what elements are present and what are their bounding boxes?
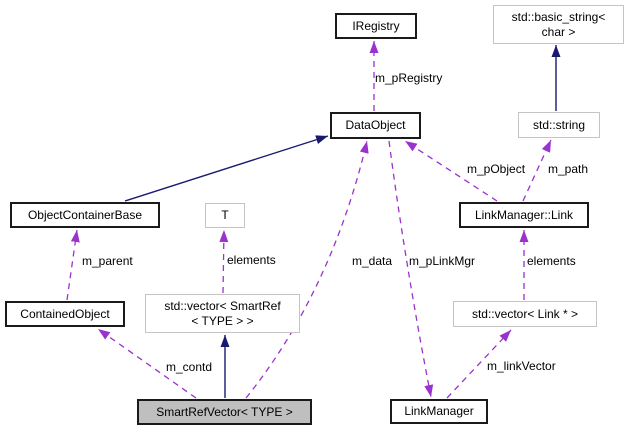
node-iregistry[interactable]: IRegistry [335,13,417,39]
node-linkmanager-label: LinkManager [404,404,474,418]
node-t: T [205,203,245,228]
edge-m-plinkmgr [388,140,434,398]
node-linkmanager-link-label: LinkManager::Link [474,207,574,222]
edge-label-m-plinkmgr: m_pLinkMgr [409,254,476,268]
edge-label-elements-left: elements [227,253,276,267]
node-linkmanager-link[interactable]: LinkManager::Link [459,202,589,228]
edge-m-contd [97,328,197,399]
node-linkmanager[interactable]: LinkManager [390,399,488,424]
node-containedobject[interactable]: ContainedObject [5,301,125,327]
edge-label-m-pregistry: m_pRegistry [375,71,443,85]
edge-m-parent [66,229,80,301]
edge-label-elements-right: elements [527,254,576,268]
node-std-vector-smartref-label: std::vector< SmartRef < TYPE > > [164,298,281,328]
node-std-vector-link-ptr-label: std::vector< Link * > [471,306,579,321]
edge-label-m-pobject: m_pObject [467,162,526,176]
edge-label-m-linkvector: m_linkVector [487,359,556,373]
node-t-label: T [221,208,229,222]
edge-label-m-contd: m_contd [166,360,213,374]
node-dataobject-label: DataObject [345,118,406,132]
edge-elements-left [219,229,229,294]
edge-label-m-data: m_data [352,254,393,268]
edge-inherit-objectcontainerbase-dataobject [124,135,329,202]
node-std-string: std::string [518,112,600,138]
node-std-vector-smartref: std::vector< SmartRef < TYPE > > [145,294,300,333]
node-std-string-label: std::string [532,117,586,132]
edge-m-path [522,139,552,202]
node-smartrefvector-label: SmartRefVector< TYPE > [156,404,293,419]
node-iregistry-label: IRegistry [352,18,400,33]
node-std-basic-string: std::basic_string< char > [493,5,624,44]
edge-m-pobject [404,140,498,202]
edge-m-linkvector [446,329,512,399]
edge-m-data [245,140,369,399]
node-smartrefvector: SmartRefVector< TYPE > [137,399,312,425]
edge-label-m-path: m_path [548,162,589,176]
node-dataobject[interactable]: DataObject [330,112,421,139]
edge-label-m-parent: m_parent [82,254,133,268]
node-objectcontainerbase[interactable]: ObjectContainerBase [10,202,160,228]
node-objectcontainerbase-label: ObjectContainerBase [27,207,143,222]
node-std-basic-string-label: std::basic_string< char > [511,9,606,39]
node-std-vector-link-ptr: std::vector< Link * > [453,301,597,327]
node-containedobject-label: ContainedObject [20,306,110,321]
